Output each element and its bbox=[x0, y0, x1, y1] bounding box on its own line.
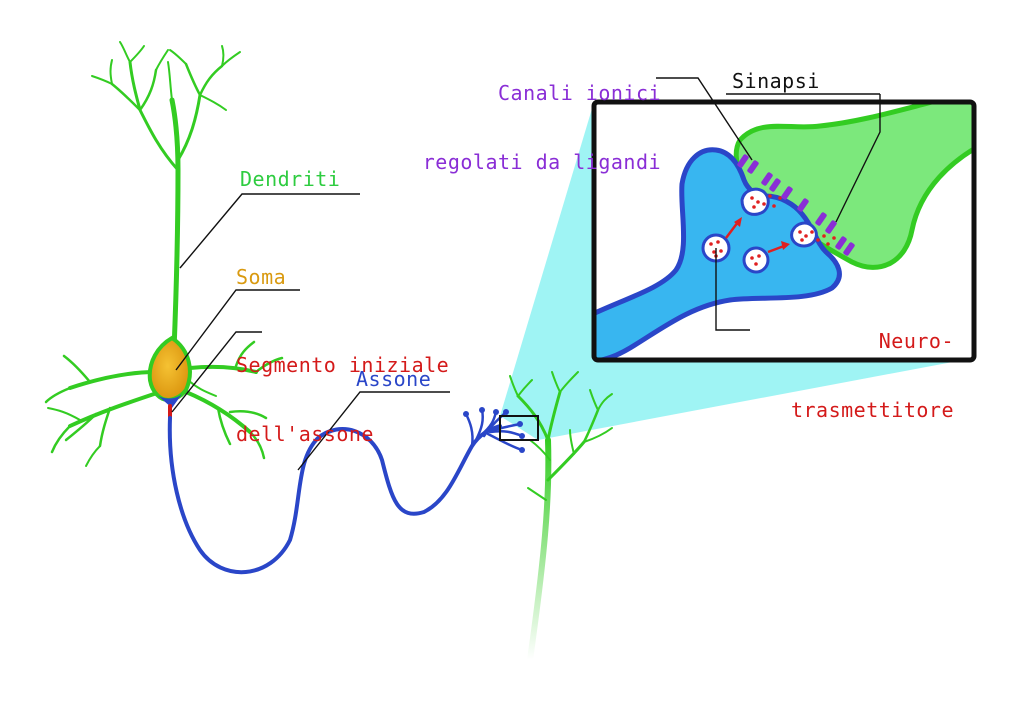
basal-dendrite bbox=[98, 406, 112, 448]
basal-dendrite bbox=[85, 445, 101, 467]
axon-terminal-buttons bbox=[463, 407, 525, 453]
leader-sinapsi bbox=[835, 94, 881, 223]
dendrite-branch bbox=[119, 41, 131, 63]
basal-dendrite bbox=[68, 390, 162, 428]
basal-dendrite bbox=[234, 340, 256, 368]
basal-dendrite bbox=[47, 407, 81, 421]
dendrite-branch bbox=[110, 82, 142, 112]
apical-dendrite bbox=[169, 97, 181, 353]
label-sinapsi: Sinapsi bbox=[732, 69, 820, 93]
release-arrows bbox=[725, 217, 790, 254]
dendrite-branch bbox=[221, 51, 241, 67]
dendrite-branch bbox=[167, 61, 173, 101]
basal-dendrite bbox=[64, 412, 98, 442]
leader-soma bbox=[175, 289, 300, 371]
leader-lines bbox=[171, 77, 881, 471]
dendrite-branch bbox=[91, 75, 113, 85]
dendrite-branch bbox=[155, 49, 169, 71]
leader-nt bbox=[715, 248, 750, 331]
basal-dendrite bbox=[184, 390, 252, 434]
basal-dendrite bbox=[188, 364, 258, 374]
inset-frame bbox=[591, 99, 977, 363]
label-canali-line1: Canali ionici bbox=[498, 81, 662, 105]
dendrite-branch bbox=[138, 68, 158, 112]
soma bbox=[147, 335, 192, 403]
fusing-vesicle-2 bbox=[790, 221, 818, 248]
fusing-vesicle-1 bbox=[740, 187, 770, 216]
label-segmento-iniziale: Segmento iniziale dell'assone bbox=[236, 308, 449, 469]
basal-dendrite bbox=[228, 410, 268, 420]
label-canali-ionici: Canali ionici regolati da ligandi bbox=[398, 36, 661, 197]
leader-dendriti bbox=[179, 193, 360, 269]
vesicle bbox=[742, 246, 770, 274]
postsynaptic-dendrite bbox=[527, 437, 552, 663]
zoom-box bbox=[499, 415, 539, 441]
leader-ais bbox=[171, 331, 262, 413]
label-nt-line2: trasmettitore bbox=[790, 398, 954, 422]
first-neuron bbox=[44, 41, 284, 467]
label-assone: Assone bbox=[356, 367, 432, 391]
label-dendriti: Dendriti bbox=[240, 167, 341, 191]
basal-dendrite bbox=[248, 430, 266, 460]
leader-assone bbox=[297, 391, 450, 471]
leader-canali bbox=[656, 77, 753, 161]
dendrite-branch bbox=[184, 62, 202, 97]
basal-dendrite bbox=[44, 386, 72, 404]
label-soma: Soma bbox=[236, 265, 287, 289]
ion-channels bbox=[737, 154, 855, 256]
neurotransmitter-dots bbox=[709, 194, 836, 266]
label-canali-line2: regolati da ligandi bbox=[422, 150, 662, 174]
axon-hillock bbox=[156, 394, 182, 408]
dendrite-branch bbox=[198, 64, 224, 97]
label-segmento-line1: Segmento iniziale bbox=[236, 353, 450, 377]
dendrite-branch bbox=[176, 93, 202, 162]
dendrite-branch bbox=[169, 49, 187, 65]
label-segmento-line2: dell'assone bbox=[236, 422, 374, 446]
dendrite-branch bbox=[129, 45, 145, 63]
dendrite-branch bbox=[199, 94, 227, 111]
label-nt-line1: Neuro- bbox=[878, 329, 954, 353]
label-neurotrasmettitore: Neuro- trasmettitore bbox=[750, 284, 954, 445]
basal-dendrite bbox=[254, 356, 284, 374]
basal-dendrite bbox=[62, 354, 92, 384]
dendrite-branch bbox=[221, 45, 225, 67]
synapse-inset bbox=[591, 99, 977, 363]
basal-dendrite bbox=[216, 406, 232, 446]
dendrite-branch bbox=[109, 59, 113, 85]
basal-dendrite bbox=[50, 424, 72, 454]
